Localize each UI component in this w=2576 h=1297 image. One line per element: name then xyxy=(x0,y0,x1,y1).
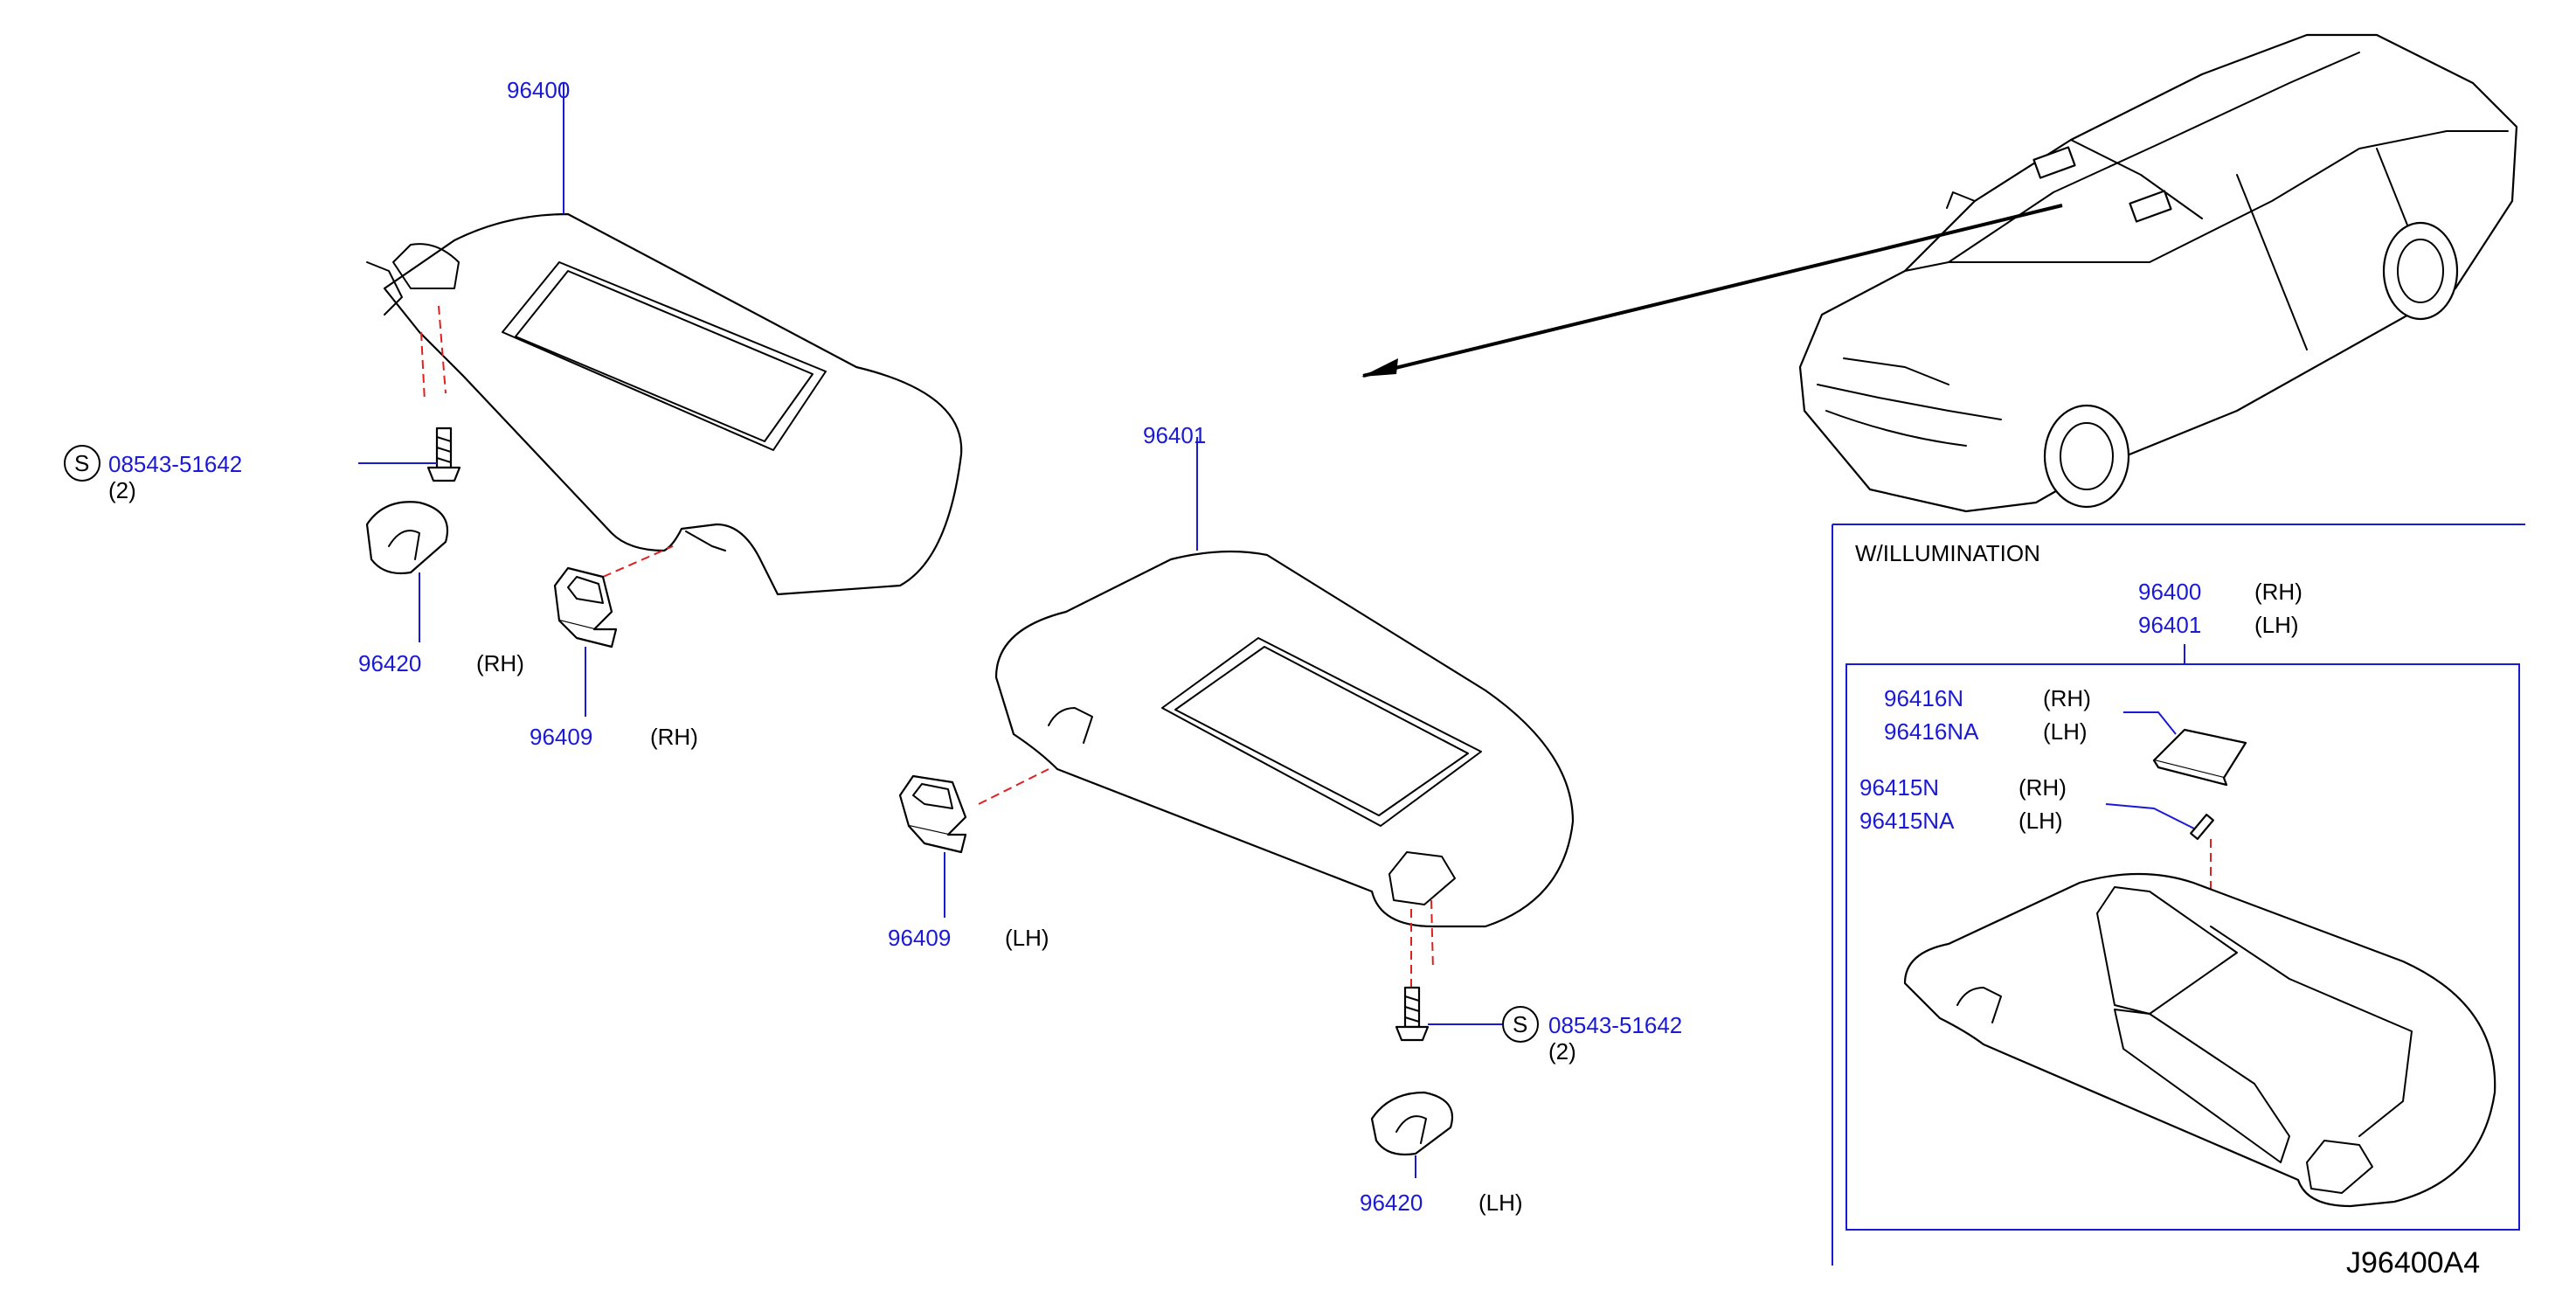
illum-bulb-rh-part: 96415N xyxy=(1859,774,1939,801)
leader-bulb xyxy=(2105,803,2199,831)
illum-visor-rh-part: 96400 xyxy=(2138,579,2201,605)
sun-visor-lh xyxy=(978,550,1575,1005)
screw-symbol-rh xyxy=(64,445,100,482)
label-visor-rh-part: 96400 xyxy=(507,77,570,103)
screw-symbol-lh-letter: S xyxy=(1513,1011,1527,1037)
label-screw-rh-qty: (2) xyxy=(108,477,136,503)
screw-lh-icon xyxy=(1395,986,1430,1042)
vehicle-illustration xyxy=(1361,33,2518,513)
diagram-reference: J96400A4 xyxy=(2346,1246,2480,1280)
cover-lh-icon xyxy=(1370,1091,1454,1156)
label-holder-lh-side: (LH) xyxy=(1005,925,1049,951)
illumination-section xyxy=(1832,524,2525,1266)
illuminated-sun-visor xyxy=(1903,872,2496,1208)
illum-lens-lh-part: 96416NA xyxy=(1884,718,1979,745)
label-holder-lh-part: 96409 xyxy=(888,925,951,951)
sun-visor-rh xyxy=(366,212,963,596)
lens-icon xyxy=(2152,728,2247,787)
illum-bulb-lh-side: (LH) xyxy=(2019,808,2063,834)
label-cover-rh-side: (RH) xyxy=(476,650,524,676)
bulb-icon xyxy=(2190,813,2214,841)
label-cover-lh-part: 96420 xyxy=(1360,1189,1423,1216)
label-cover-rh-part: 96420 xyxy=(358,650,421,676)
label-screw-lh-qty: (2) xyxy=(1548,1038,1576,1065)
label-screw-lh-part: 08543-51642 xyxy=(1548,1012,1682,1038)
leader-lens xyxy=(2123,711,2177,735)
illum-bulb-rh-side: (RH) xyxy=(2019,774,2067,801)
illum-lens-lh-side: (LH) xyxy=(2043,718,2088,745)
illum-visor-lh-side: (LH) xyxy=(2254,612,2299,638)
label-visor-lh-part: 96401 xyxy=(1143,422,1206,448)
screw-symbol-rh-letter: S xyxy=(74,450,89,476)
screw-rh-icon xyxy=(426,427,461,482)
holder-lh-icon xyxy=(898,774,967,854)
illum-visor-rh-side: (RH) xyxy=(2254,579,2302,605)
label-screw-rh-part: 08543-51642 xyxy=(108,451,242,477)
label-holder-rh-side: (RH) xyxy=(650,724,698,750)
cover-rh-icon xyxy=(365,501,449,575)
illum-lens-rh-side: (RH) xyxy=(2043,685,2091,711)
holder-rh-icon xyxy=(553,566,618,648)
label-holder-rh-part: 96409 xyxy=(530,724,592,750)
illumination-title: W/ILLUMINATION xyxy=(1855,540,2040,566)
illum-visor-lh-part: 96401 xyxy=(2138,612,2201,638)
label-cover-lh-side: (LH) xyxy=(1478,1189,1523,1216)
screw-symbol-lh xyxy=(1502,1006,1539,1043)
illum-lens-rh-part: 96416N xyxy=(1884,685,1963,711)
illum-bulb-lh-part: 96415NA xyxy=(1859,808,1955,834)
